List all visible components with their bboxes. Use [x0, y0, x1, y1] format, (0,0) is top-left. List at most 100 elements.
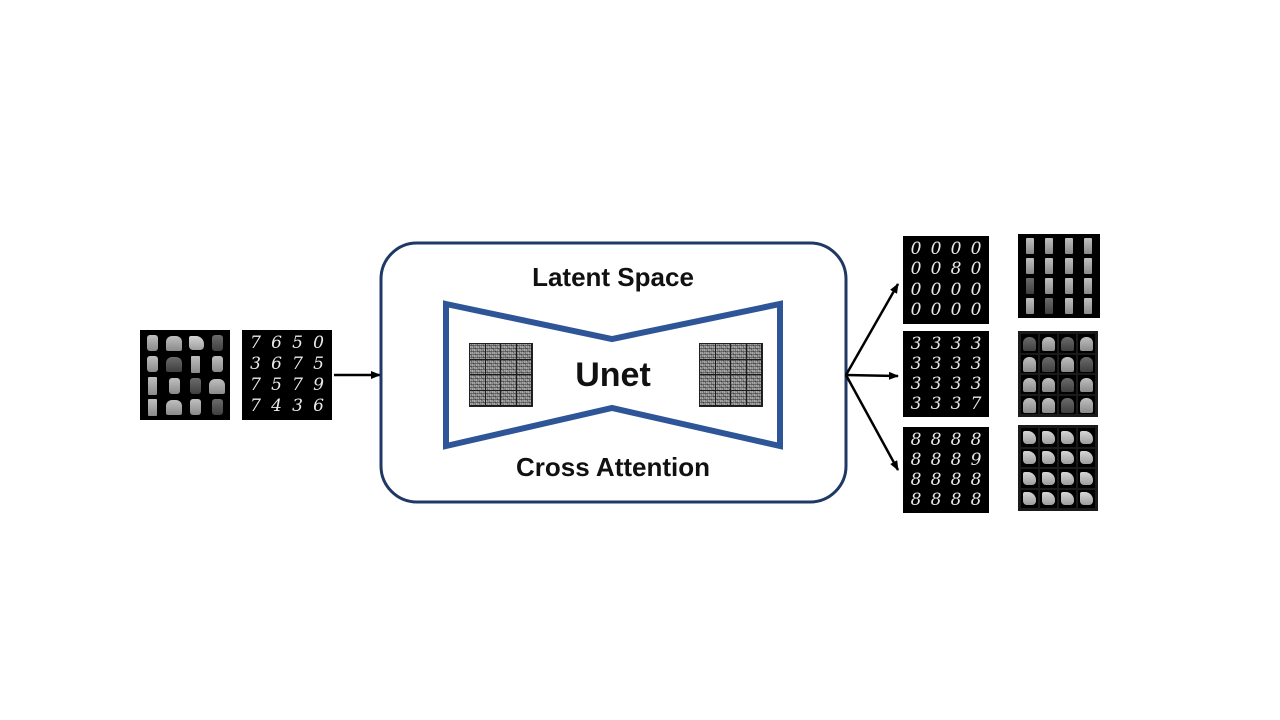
fashion-cell: [164, 397, 184, 417]
fashion-cell: [186, 397, 206, 417]
digit-cell: 7: [292, 376, 303, 395]
pullover-cell: [1078, 334, 1095, 353]
digit-cell: 8: [970, 431, 982, 449]
boot-cell: [1021, 448, 1038, 467]
digit-cell: 9: [313, 376, 324, 395]
pullover-cell: [1021, 395, 1038, 414]
fashion-cell: [143, 354, 163, 374]
pullover-cell: [1040, 375, 1057, 394]
digit-cell: 5: [271, 376, 282, 395]
digit-cell: 8: [950, 471, 962, 489]
output-arrow-bottom: [844, 374, 900, 471]
digit-cell: 8: [950, 491, 962, 509]
trousers-cell: [1040, 237, 1058, 255]
digit-cell: 3: [950, 335, 962, 353]
digit-cell: 3: [910, 335, 922, 353]
trousers-cell: [1021, 277, 1039, 295]
digit-cell: 7: [970, 395, 982, 413]
trousers-cell: [1079, 257, 1097, 275]
trousers-cell: [1079, 237, 1097, 255]
trousers-cell: [1040, 257, 1058, 275]
boot-cell: [1021, 489, 1038, 508]
pullover-cell: [1021, 354, 1038, 373]
digit-cell: 8: [950, 431, 962, 449]
digit-cell: 0: [313, 334, 324, 353]
pullover-cell: [1040, 395, 1057, 414]
digit-cell: 3: [910, 375, 922, 393]
digit-cell: 8: [950, 451, 962, 469]
output-arrow-top: [844, 283, 900, 376]
pullover-cell: [1059, 354, 1076, 373]
output-pullover-grid-image: [1018, 331, 1098, 417]
boot-cell: [1059, 489, 1076, 508]
unet-label: Unet: [575, 356, 651, 394]
digit-cell: 3: [970, 375, 982, 393]
digit-cell: 3: [292, 397, 303, 416]
digit-cell: 8: [910, 451, 922, 469]
boot-cell: [1021, 469, 1038, 488]
digit-cell: 3: [950, 375, 962, 393]
boot-cell: [1040, 428, 1057, 447]
digit-cell: 0: [930, 240, 942, 259]
trousers-cell: [1040, 297, 1058, 315]
digit-cell: 8: [930, 431, 942, 449]
trousers-cell: [1040, 277, 1058, 295]
pullover-cell: [1021, 334, 1038, 353]
digit-cell: 8: [970, 471, 982, 489]
digit-cell: 0: [930, 260, 942, 279]
trousers-cell: [1060, 297, 1078, 315]
trousers-cell: [1079, 297, 1097, 315]
digit-cell: 3: [930, 335, 942, 353]
digit-cell: 3: [950, 355, 962, 373]
boot-cell: [1078, 428, 1095, 447]
latent-space-label: Latent Space: [532, 262, 694, 292]
output-arrow-middle: [845, 371, 899, 380]
trousers-cell: [1021, 297, 1039, 315]
digit-cell: 7: [250, 397, 261, 416]
pullover-cell: [1078, 354, 1095, 373]
output-trousers-grid-image: [1018, 234, 1100, 318]
digit-cell: 0: [910, 301, 922, 320]
digit-cell: 8: [910, 471, 922, 489]
unet-bowtie-shape: [443, 300, 783, 450]
fashion-cell: [143, 376, 163, 396]
boot-cell: [1059, 428, 1076, 447]
digit-cell: 8: [930, 471, 942, 489]
digit-cell: 0: [970, 301, 982, 320]
pullover-cell: [1059, 395, 1076, 414]
digit-cell: 3: [250, 355, 261, 374]
pullover-cell: [1040, 354, 1057, 373]
pullover-cell: [1021, 375, 1038, 394]
input-fashion-grid-image: [140, 330, 230, 420]
digit-cell: 5: [292, 334, 303, 353]
digit-cell: 7: [292, 355, 303, 374]
pullover-cell: [1078, 395, 1095, 414]
boot-cell: [1078, 469, 1095, 488]
boot-cell: [1021, 428, 1038, 447]
digit-cell: 8: [910, 491, 922, 509]
boot-cell: [1040, 469, 1057, 488]
pullover-cell: [1059, 334, 1076, 353]
boot-cell: [1078, 448, 1095, 467]
digit-cell: 0: [910, 281, 922, 300]
fashion-cell: [164, 376, 184, 396]
digit-cell: 6: [271, 355, 282, 374]
digit-cell: 6: [271, 334, 282, 353]
digit-cell: 0: [930, 301, 942, 320]
digit-cell: 0: [910, 240, 922, 259]
digit-cell: 3: [970, 335, 982, 353]
fashion-cell: [186, 354, 206, 374]
fashion-cell: [207, 333, 227, 353]
fashion-cell: [207, 376, 227, 396]
digit-cell: 3: [930, 355, 942, 373]
trousers-cell: [1060, 237, 1078, 255]
digit-cell: 0: [970, 260, 982, 279]
trousers-cell: [1021, 237, 1039, 255]
noise-latent-left-image: [469, 343, 533, 407]
digit-cell: 3: [950, 395, 962, 413]
pullover-cell: [1078, 375, 1095, 394]
